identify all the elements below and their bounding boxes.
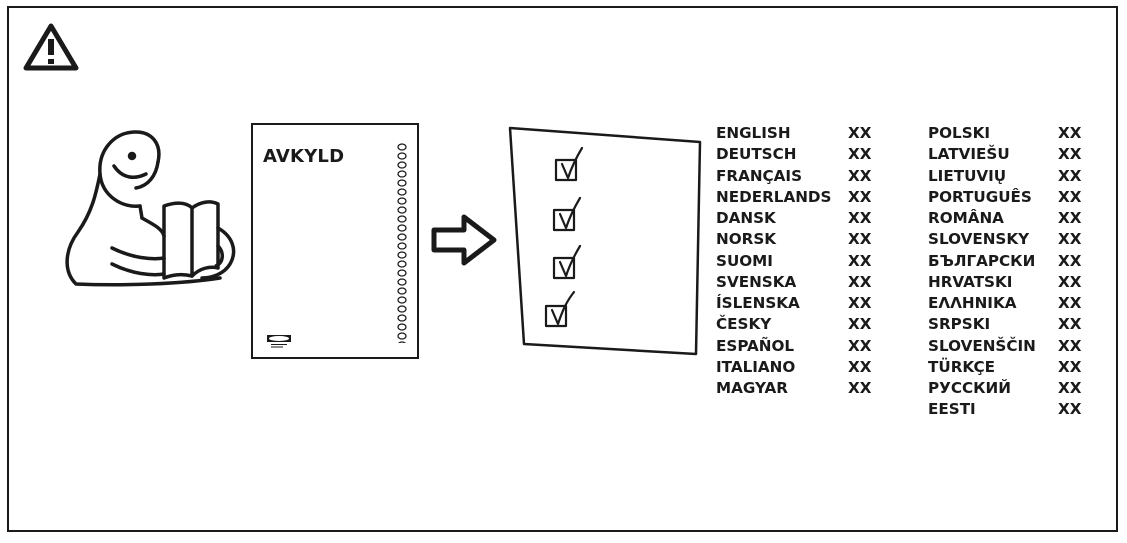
checklist-icon <box>508 126 702 356</box>
language-name: HRVATSKI <box>928 272 1013 291</box>
language-row: LATVIEŠU XX <box>928 145 1088 166</box>
language-row: ΕΛΛΗΝΙΚΑ XX <box>928 294 1088 315</box>
language-name: EESTI <box>928 400 976 419</box>
language-row: EESTI XX <box>928 400 1088 421</box>
language-name: DANSK <box>716 209 776 227</box>
language-code: XX <box>1058 209 1082 227</box>
language-code: XX <box>848 209 872 227</box>
language-code: XX <box>848 294 872 312</box>
language-row: PORTUGUÊS XX <box>928 188 1088 209</box>
arrow-right-icon <box>431 214 497 266</box>
language-code: XX <box>1058 294 1082 312</box>
language-row: FRANÇAIS XX <box>716 167 876 188</box>
language-name: NORSK <box>716 230 777 249</box>
language-code: XX <box>848 124 872 142</box>
language-code: XX <box>1058 272 1082 291</box>
language-row: РУССКИЙ XX <box>928 379 1088 400</box>
diagram-frame <box>7 6 1118 532</box>
language-name: SVENSKA <box>716 272 797 291</box>
language-row: DANSK XX <box>716 209 876 230</box>
language-name: ROMÂNA <box>928 209 1004 227</box>
language-name: ESPAÑOL <box>716 336 795 355</box>
language-row: SLOVENŠČIN XX <box>928 337 1088 358</box>
language-code: XX <box>1058 251 1082 270</box>
language-name: TÜRKÇE <box>928 357 995 376</box>
language-name: FRANÇAIS <box>716 166 803 185</box>
ikea-logo-icon <box>267 335 291 348</box>
language-name: SLOVENSKY <box>928 230 1030 249</box>
language-code: XX <box>848 272 872 291</box>
language-code: XX <box>1058 124 1082 142</box>
language-name: ÍSLENSKA <box>716 294 800 312</box>
instruction-manual: AVKYLD <box>251 123 419 359</box>
language-code: XX <box>848 315 872 334</box>
language-name: NEDERLANDS <box>716 187 832 206</box>
language-name: SUOMI <box>716 251 773 270</box>
language-code: XX <box>1058 400 1082 419</box>
language-name: ČESKY <box>716 315 772 334</box>
language-name: ΕΛΛΗΝΙΚΑ <box>928 294 1017 312</box>
language-row: NEDERLANDS XX <box>716 188 876 209</box>
language-name: БЪЛГАРСКИ <box>928 251 1036 270</box>
language-code: XX <box>848 357 872 376</box>
language-row: ČESKY XX <box>716 315 876 336</box>
language-row: ESPAÑOL XX <box>716 337 876 358</box>
language-row: POLSKI XX <box>928 124 1088 145</box>
language-name: SRPSKI <box>928 315 991 334</box>
language-row: ÍSLENSKA XX <box>716 294 876 315</box>
language-row: TÜRKÇE XX <box>928 358 1088 379</box>
language-name: DEUTSCH <box>716 145 797 164</box>
language-list-left: ENGLISH XX DEUTSCH XX FRANÇAIS XX NEDERLANDS XX… <box>716 124 876 400</box>
language-code: XX <box>1058 336 1082 355</box>
language-code: XX <box>848 187 872 206</box>
language-code: XX <box>1058 166 1082 185</box>
language-row: SRPSKI XX <box>928 315 1088 336</box>
language-code: XX <box>1058 187 1082 206</box>
language-code: XX <box>1058 230 1082 249</box>
language-code: XX <box>848 379 872 397</box>
language-code: XX <box>1058 145 1082 164</box>
language-row: БЪЛГАРСКИ XX <box>928 252 1088 273</box>
person-reading-icon <box>65 130 236 287</box>
warning-triangle-icon <box>23 23 79 71</box>
language-row: SUOMI XX <box>716 252 876 273</box>
manual-title: AVKYLD <box>263 146 345 167</box>
language-row: MAGYAR XX <box>716 379 876 400</box>
language-name: ITALIANO <box>716 357 796 376</box>
language-row: ENGLISH XX <box>716 124 876 145</box>
language-row: SVENSKA XX <box>716 273 876 294</box>
language-name: POLSKI <box>928 124 991 142</box>
language-row: ROMÂNA XX <box>928 209 1088 230</box>
language-name: PORTUGUÊS <box>928 187 1032 206</box>
language-name: SLOVENŠČIN <box>928 336 1036 355</box>
language-code: XX <box>1058 379 1082 397</box>
language-row: SLOVENSKY XX <box>928 230 1088 251</box>
language-code: XX <box>848 230 872 249</box>
language-row: HRVATSKI XX <box>928 273 1088 294</box>
language-name: ENGLISH <box>716 124 791 142</box>
language-code: XX <box>848 145 872 164</box>
language-code: XX <box>848 251 872 270</box>
language-name: LATVIEŠU <box>928 145 1010 164</box>
language-name: MAGYAR <box>716 379 788 397</box>
language-code: XX <box>1058 315 1082 334</box>
language-code: XX <box>848 336 872 355</box>
language-row: ITALIANO XX <box>716 358 876 379</box>
spiral-binding-icon <box>397 143 407 343</box>
language-code: XX <box>848 166 872 185</box>
language-row: LIETUVIŲ XX <box>928 167 1088 188</box>
language-name: LIETUVIŲ <box>928 166 1007 185</box>
language-row: DEUTSCH XX <box>716 145 876 166</box>
language-row: NORSK XX <box>716 230 876 251</box>
language-code: XX <box>1058 357 1082 376</box>
language-name: РУССКИЙ <box>928 379 1011 397</box>
